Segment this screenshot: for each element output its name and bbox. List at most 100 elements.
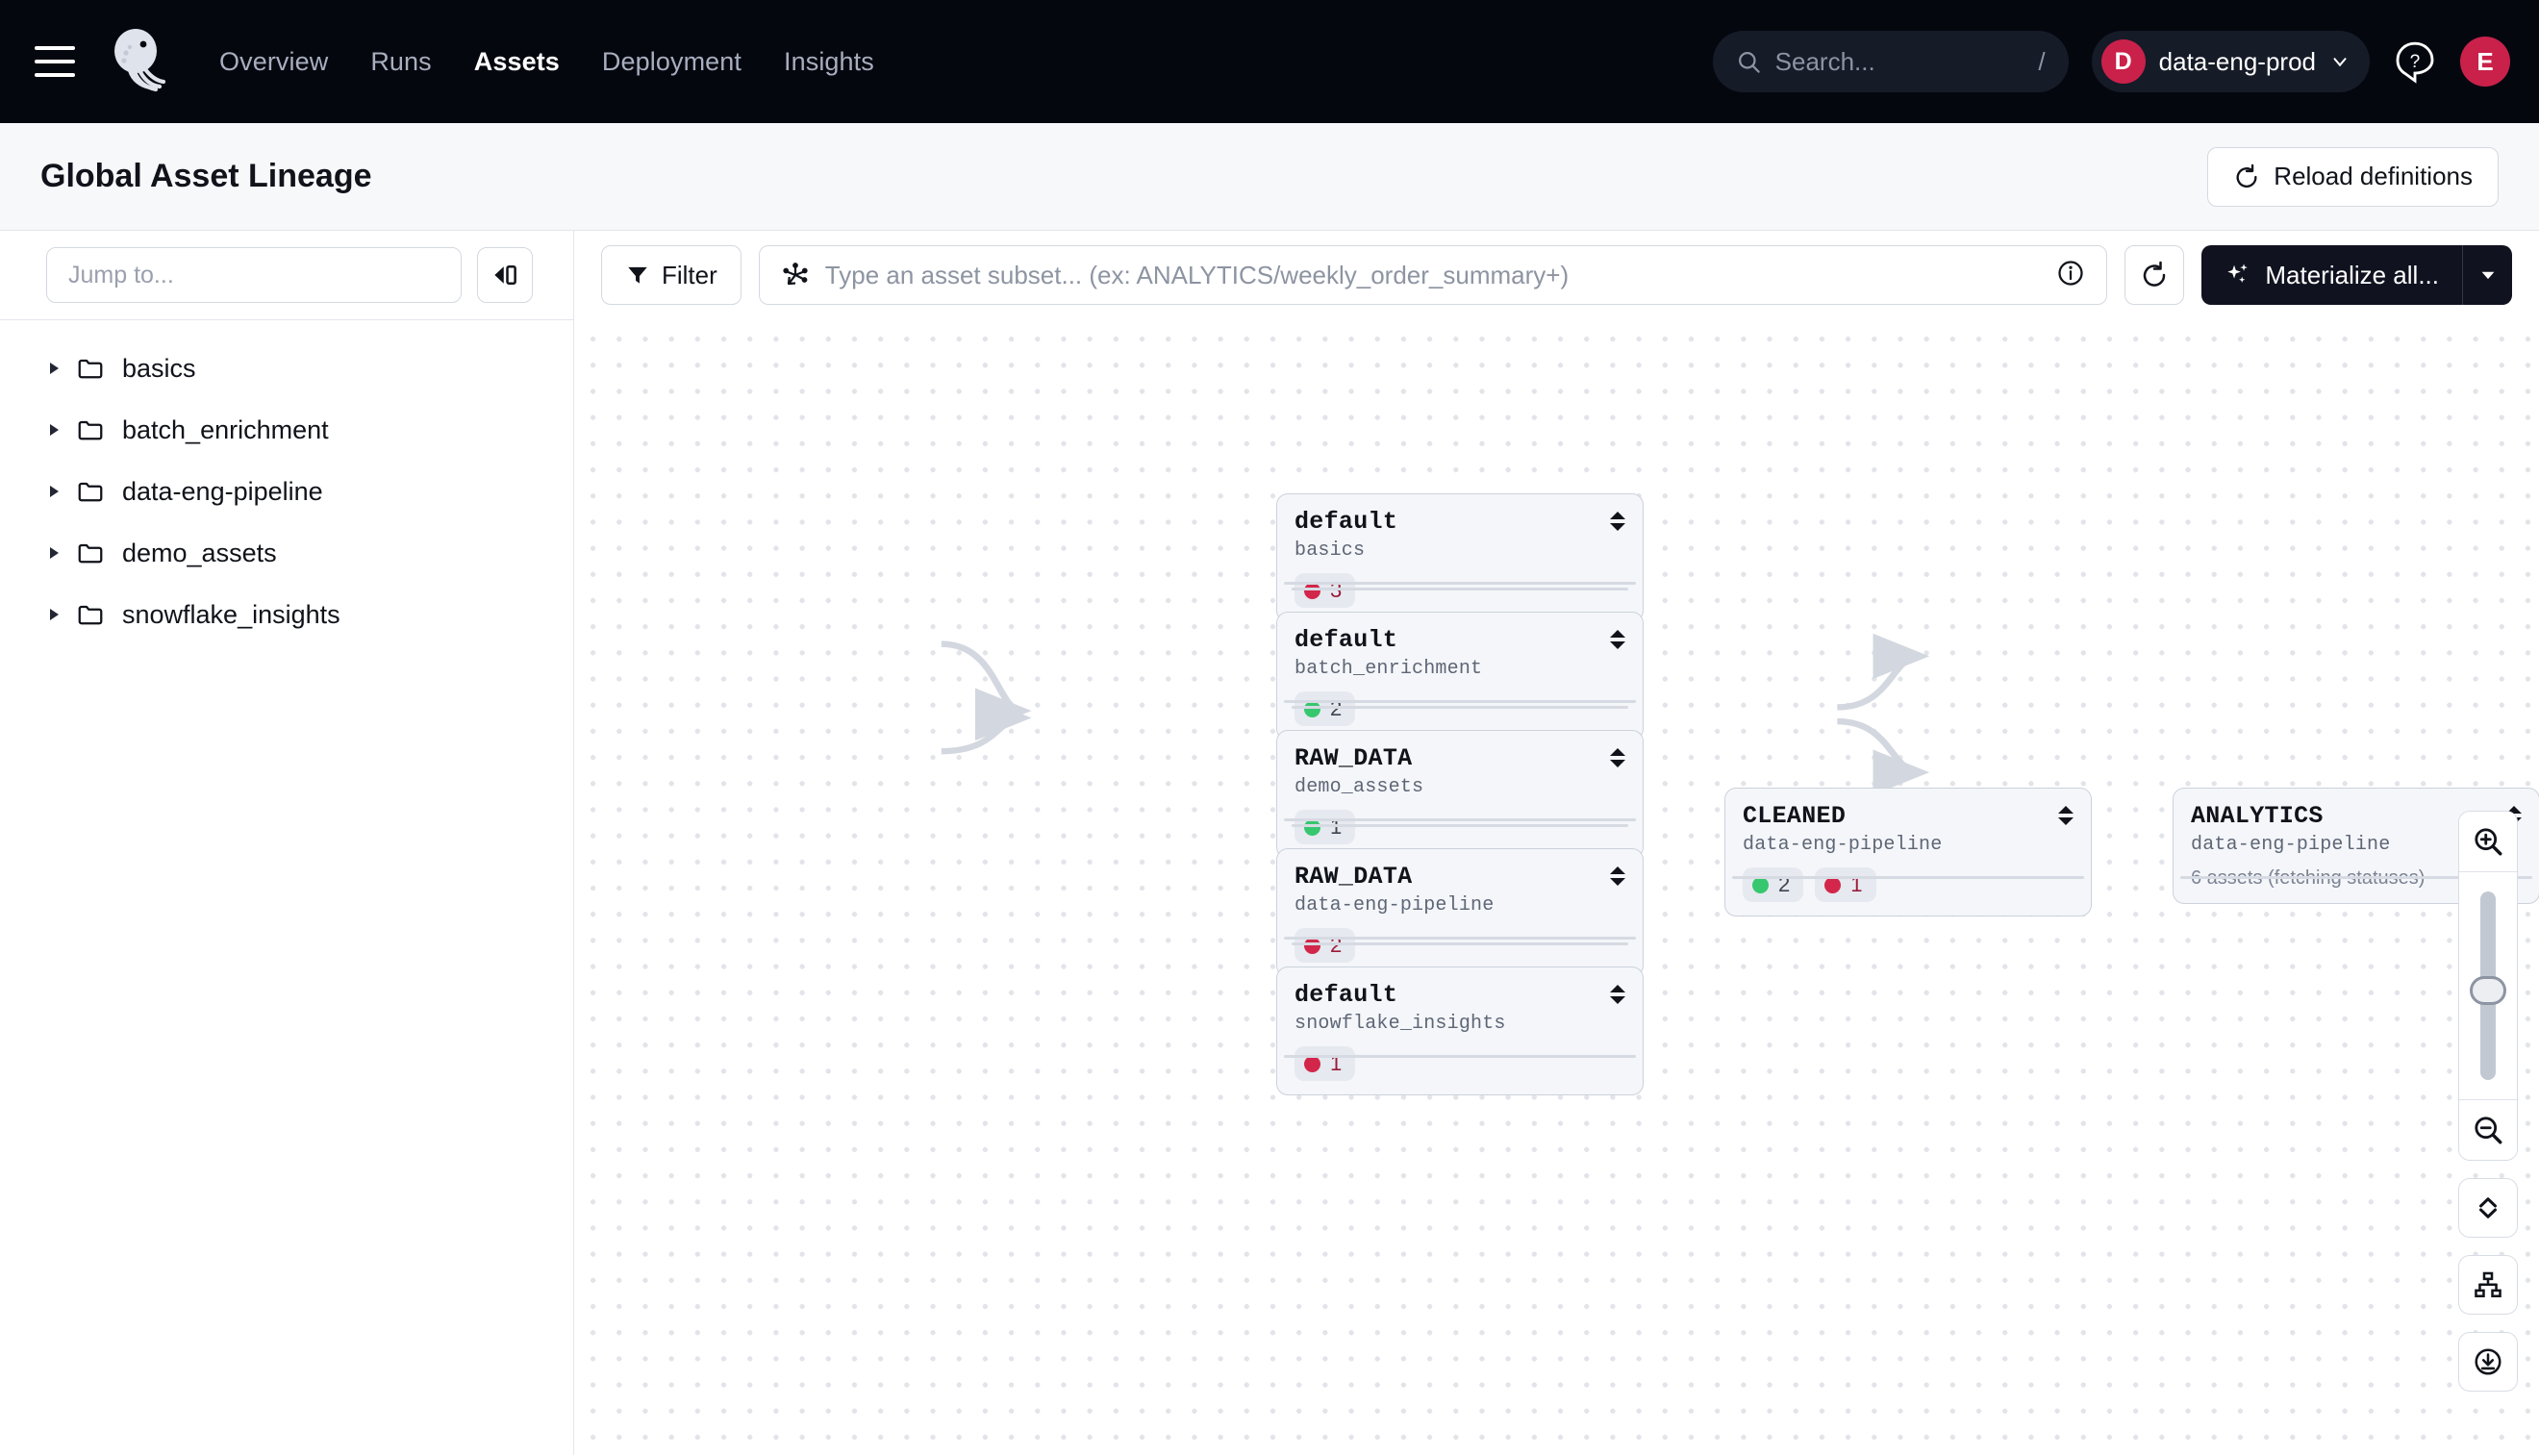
node-subtitle: demo_assets <box>1295 776 1424 798</box>
asset-subset-placeholder: Type an asset subset... (ex: ANALYTICS/w… <box>824 260 1570 289</box>
nav-link-deployment[interactable]: Deployment <box>601 46 742 76</box>
node-subtitle: data-eng-pipeline <box>2191 834 2391 856</box>
node-status-pills: 2 1 <box>1743 867 2074 902</box>
lineage-main-panel: Filter <box>574 231 2539 1455</box>
node-subtitle: data-eng-pipeline <box>1743 834 1943 856</box>
zoom-in-icon[interactable] <box>2459 812 2517 871</box>
expand-collapse-icon[interactable] <box>2458 1178 2518 1238</box>
expand-collapse-icon[interactable] <box>1610 512 1625 531</box>
node-stack-line <box>1284 700 1636 703</box>
asset-group-node[interactable]: RAW_DATA data-eng-pipeline 2 <box>1276 848 1644 977</box>
materialize-all-label: Materialize all... <box>2265 260 2439 289</box>
expand-caret-icon[interactable] <box>50 424 59 436</box>
download-icon[interactable] <box>2458 1332 2518 1392</box>
info-circle-icon[interactable] <box>2056 259 2085 292</box>
node-stack-line <box>1284 582 1636 585</box>
folder-icon <box>78 420 103 440</box>
asset-group-node[interactable]: default batch_enrichment 2 <box>1276 612 1644 741</box>
reload-definitions-button[interactable]: Reload definitions <box>2207 146 2499 207</box>
zoom-out-icon[interactable] <box>2459 1100 2517 1160</box>
node-subtitle: snowflake_insights <box>1295 1013 1506 1035</box>
folder-icon <box>78 482 103 502</box>
expand-collapse-icon[interactable] <box>1610 748 1625 767</box>
asset-sidebar: Jump to... basics <box>0 231 574 1455</box>
node-title: ANALYTICS <box>2191 802 2324 830</box>
asset-group-node[interactable]: default basics 3 <box>1276 493 1644 622</box>
asset-subset-input[interactable]: Type an asset subset... (ex: ANALYTICS/w… <box>758 245 2108 305</box>
refresh-lineage-button[interactable] <box>2124 245 2185 305</box>
help-circle-icon[interactable]: ? <box>2393 39 2437 84</box>
refresh-icon <box>2236 163 2257 188</box>
nav-link-overview[interactable]: Overview <box>219 46 329 76</box>
asset-group-node[interactable]: default snowflake_insights 1 <box>1276 966 1644 1095</box>
node-title: default <box>1295 626 1398 654</box>
node-status-pills: 1 <box>1295 1046 1625 1081</box>
sidebar-item-snowflake-insights[interactable]: snowflake_insights <box>0 584 573 645</box>
deployment-selector[interactable]: D data-eng-prod <box>2091 31 2370 92</box>
zoom-slider-group <box>2458 811 2518 1161</box>
sidebar-item-label: demo_assets <box>122 538 277 567</box>
expand-caret-icon[interactable] <box>50 547 59 559</box>
materialize-all-button[interactable]: Materialize all... <box>2201 245 2462 305</box>
node-subtitle: data-eng-pipeline <box>1295 894 1495 916</box>
expand-collapse-icon[interactable] <box>2058 806 2074 825</box>
expand-collapse-icon[interactable] <box>1610 985 1625 1004</box>
jump-to-input[interactable]: Jump to... <box>46 247 462 303</box>
sidebar-item-batch-enrichment[interactable]: batch_enrichment <box>0 399 573 461</box>
expand-caret-icon[interactable] <box>50 486 59 497</box>
nav-link-runs[interactable]: Runs <box>370 46 432 76</box>
global-search-input[interactable]: Search... / <box>1712 31 2069 92</box>
hierarchy-layout-icon[interactable] <box>2458 1255 2518 1315</box>
expand-collapse-icon[interactable] <box>1610 630 1625 649</box>
search-placeholder: Search... <box>1774 46 1875 76</box>
expand-caret-icon[interactable] <box>50 363 59 374</box>
asset-group-node[interactable]: RAW_DATA demo_assets 1 <box>1276 730 1644 859</box>
filter-label: Filter <box>662 260 717 289</box>
chevron-down-icon <box>2333 58 2347 67</box>
reload-definitions-label: Reload definitions <box>2274 162 2473 190</box>
folder-icon <box>78 359 103 379</box>
node-title: default <box>1295 981 1398 1009</box>
node-stack-line <box>1292 588 1628 590</box>
zoom-slider[interactable] <box>2459 872 2517 1099</box>
node-status-pills: 3 <box>1295 573 1625 608</box>
asset-group-node[interactable]: CLEANED data-eng-pipeline 2 1 <box>1724 788 2092 916</box>
search-icon <box>1738 51 1760 73</box>
materialize-dropdown-caret[interactable] <box>2462 245 2512 305</box>
sidebar-item-data-eng-pipeline[interactable]: data-eng-pipeline <box>0 461 573 522</box>
node-status-pills: 2 <box>1295 928 1625 963</box>
filter-button[interactable]: Filter <box>601 245 742 305</box>
status-dot-success-icon <box>1304 818 1320 836</box>
node-stack-line <box>1284 1055 1636 1058</box>
node-subtitle: basics <box>1295 540 1366 562</box>
collapse-sidebar-icon[interactable] <box>477 247 533 303</box>
node-title: CLEANED <box>1743 802 1847 830</box>
status-pill-success: 2 <box>1743 867 1804 902</box>
asset-group-tree: basics batch_enrichment data-eng-pipelin… <box>0 319 573 645</box>
sidebar-item-demo-assets[interactable]: demo_assets <box>0 522 573 584</box>
hamburger-menu-icon[interactable] <box>35 46 75 77</box>
status-pill-failed: 1 <box>1295 1046 1356 1081</box>
dagster-logo-icon[interactable] <box>100 24 175 99</box>
sidebar-item-basics[interactable]: basics <box>0 338 573 399</box>
status-pill-success: 2 <box>1295 691 1356 726</box>
lineage-graph-canvas[interactable]: default basics 3 <box>574 319 2539 1455</box>
status-pill-failed: 1 <box>1815 867 1876 902</box>
nav-link-assets[interactable]: Assets <box>473 46 560 76</box>
expand-caret-icon[interactable] <box>50 609 59 620</box>
sidebar-item-label: data-eng-pipeline <box>122 476 323 506</box>
page-title: Global Asset Lineage <box>40 158 372 194</box>
node-title: default <box>1295 508 1398 536</box>
expand-collapse-icon[interactable] <box>1610 866 1625 886</box>
node-status-pills: 2 <box>1295 691 1625 726</box>
zoom-slider-handle[interactable] <box>2470 976 2506 1005</box>
status-dot-success-icon <box>1304 700 1320 717</box>
status-dot-failed-icon <box>1304 1055 1320 1072</box>
user-avatar[interactable]: E <box>2460 37 2510 87</box>
status-pill-failed: 3 <box>1295 573 1356 608</box>
nav-link-insights[interactable]: Insights <box>784 46 874 76</box>
main-nav-links: Overview Runs Assets Deployment Insights <box>219 47 874 77</box>
node-stack-line <box>1284 937 1636 940</box>
materialize-all-group[interactable]: Materialize all... <box>2201 245 2512 305</box>
node-stack-line <box>1284 818 1636 821</box>
